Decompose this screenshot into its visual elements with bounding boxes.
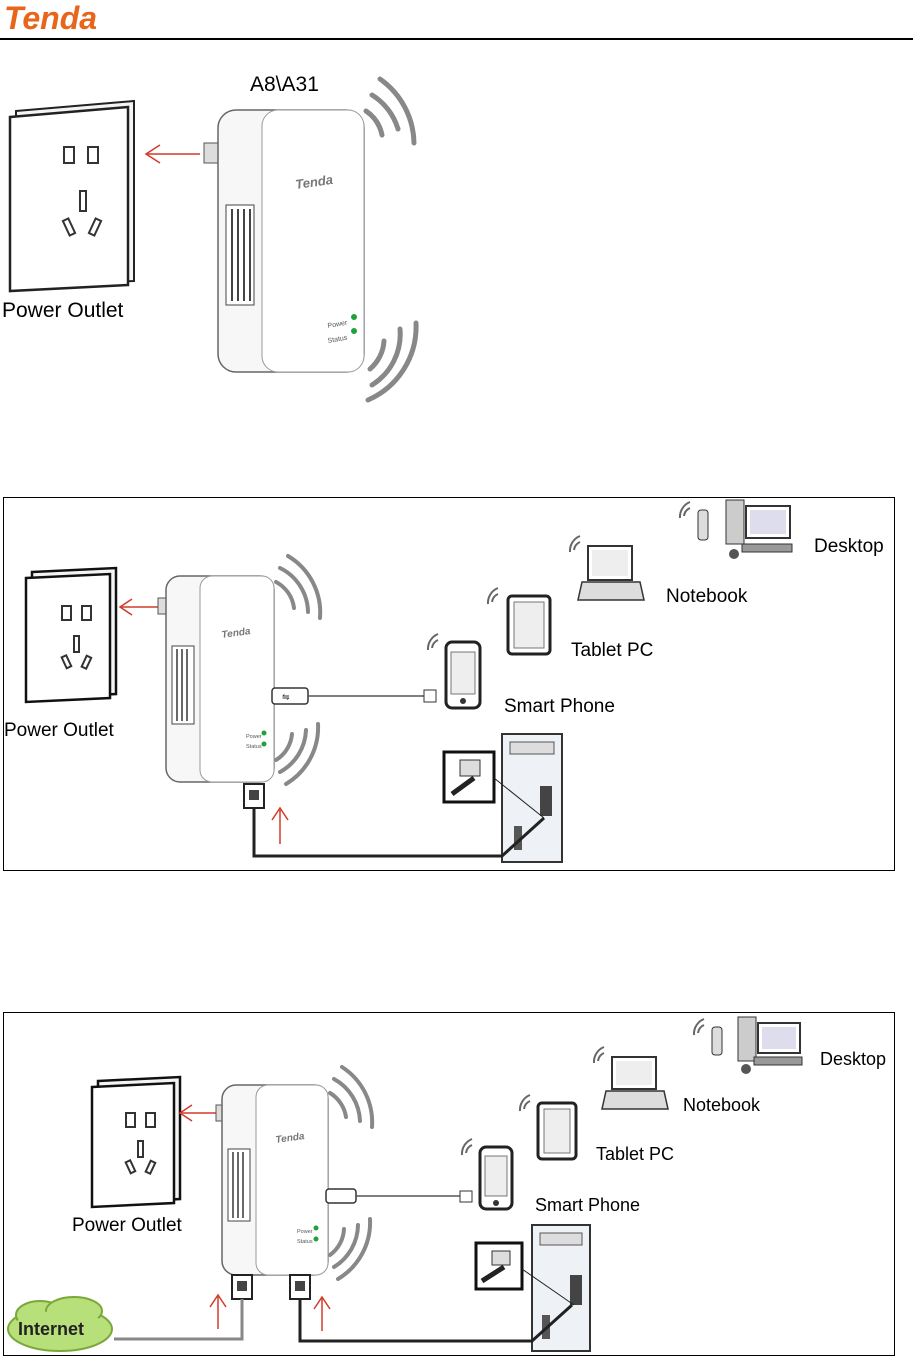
usb-cable [326, 1189, 472, 1203]
pc-tower-icon [476, 1225, 590, 1351]
power-outlet-icon [26, 568, 116, 702]
device-label-tablet-pc: Tablet PC [571, 640, 653, 661]
tenda-logo: Tenda [2, 0, 144, 34]
range-extender-device: Tenda Power Status [216, 1085, 328, 1275]
notebook-icon [570, 536, 644, 600]
power-led [351, 314, 357, 320]
wifi-waves-top-icon [276, 556, 320, 618]
led-label-status: Status [246, 744, 262, 750]
device-label-desktop: Desktop [814, 536, 884, 557]
lan-ethernet-cable [290, 1275, 572, 1341]
pc-tower-icon [444, 734, 562, 862]
wan-ethernet-cable [114, 1275, 252, 1339]
usb-cable: ⇋ [272, 688, 436, 704]
device-label-notebook: Notebook [683, 1095, 761, 1115]
ethernet-cable [244, 784, 544, 856]
plug-arrow [146, 145, 200, 163]
device-label-smart-phone: Smart Phone [504, 696, 615, 717]
svg-text:⇋: ⇋ [282, 692, 290, 702]
led-label-power: Power [297, 1229, 313, 1235]
desktop-icon [680, 500, 792, 559]
power-led [314, 1226, 319, 1231]
header-rule [0, 38, 913, 40]
power-outlet-icon [92, 1077, 180, 1207]
device-label-notebook: Notebook [666, 586, 748, 607]
plug-arrow [120, 599, 158, 615]
tablet-pc-icon [520, 1095, 576, 1159]
status-led [314, 1237, 319, 1242]
logo-text: Tenda [4, 0, 97, 34]
led-label-power: Power [246, 734, 262, 740]
power-led [262, 731, 267, 736]
model-label: A8\A31 [250, 73, 319, 96]
wifi-waves-top-icon [366, 79, 414, 143]
figure-3-panel: Power Outlet Tenda Power Status [3, 1012, 895, 1356]
desktop-icon [694, 1017, 802, 1074]
outlet-label: Power Outlet [72, 1215, 183, 1236]
outlet-label: Power Outlet [4, 720, 115, 741]
plug-arrow [180, 1105, 216, 1121]
wifi-waves-bottom-icon [330, 1219, 370, 1279]
outlet-label: Power Outlet [2, 299, 124, 322]
range-extender-device: Tenda Power Status [158, 576, 274, 782]
device-label-desktop: Desktop [820, 1049, 886, 1069]
device-label-smart-phone: Smart Phone [535, 1195, 640, 1215]
internet-label: Internet [18, 1319, 84, 1339]
wifi-waves-top-icon [330, 1067, 372, 1127]
wifi-waves-bottom-icon [276, 724, 318, 784]
status-led [262, 742, 267, 747]
device-label-tablet-pc: Tablet PC [596, 1144, 674, 1164]
figure-2-panel: Power Outlet Tenda Power Status ⇋ [3, 497, 895, 871]
power-outlet-icon [10, 101, 134, 291]
led-label-status: Status [297, 1239, 313, 1245]
wifi-waves-bottom-icon [368, 323, 416, 400]
range-extender-device: Tenda Power Status [204, 110, 364, 372]
tablet-pc-icon [488, 588, 550, 654]
notebook-icon [594, 1047, 668, 1109]
figure-1-device-plug-in: Power Outlet Tenda Power Status A8\A31 [0, 55, 460, 415]
status-led [351, 328, 357, 334]
